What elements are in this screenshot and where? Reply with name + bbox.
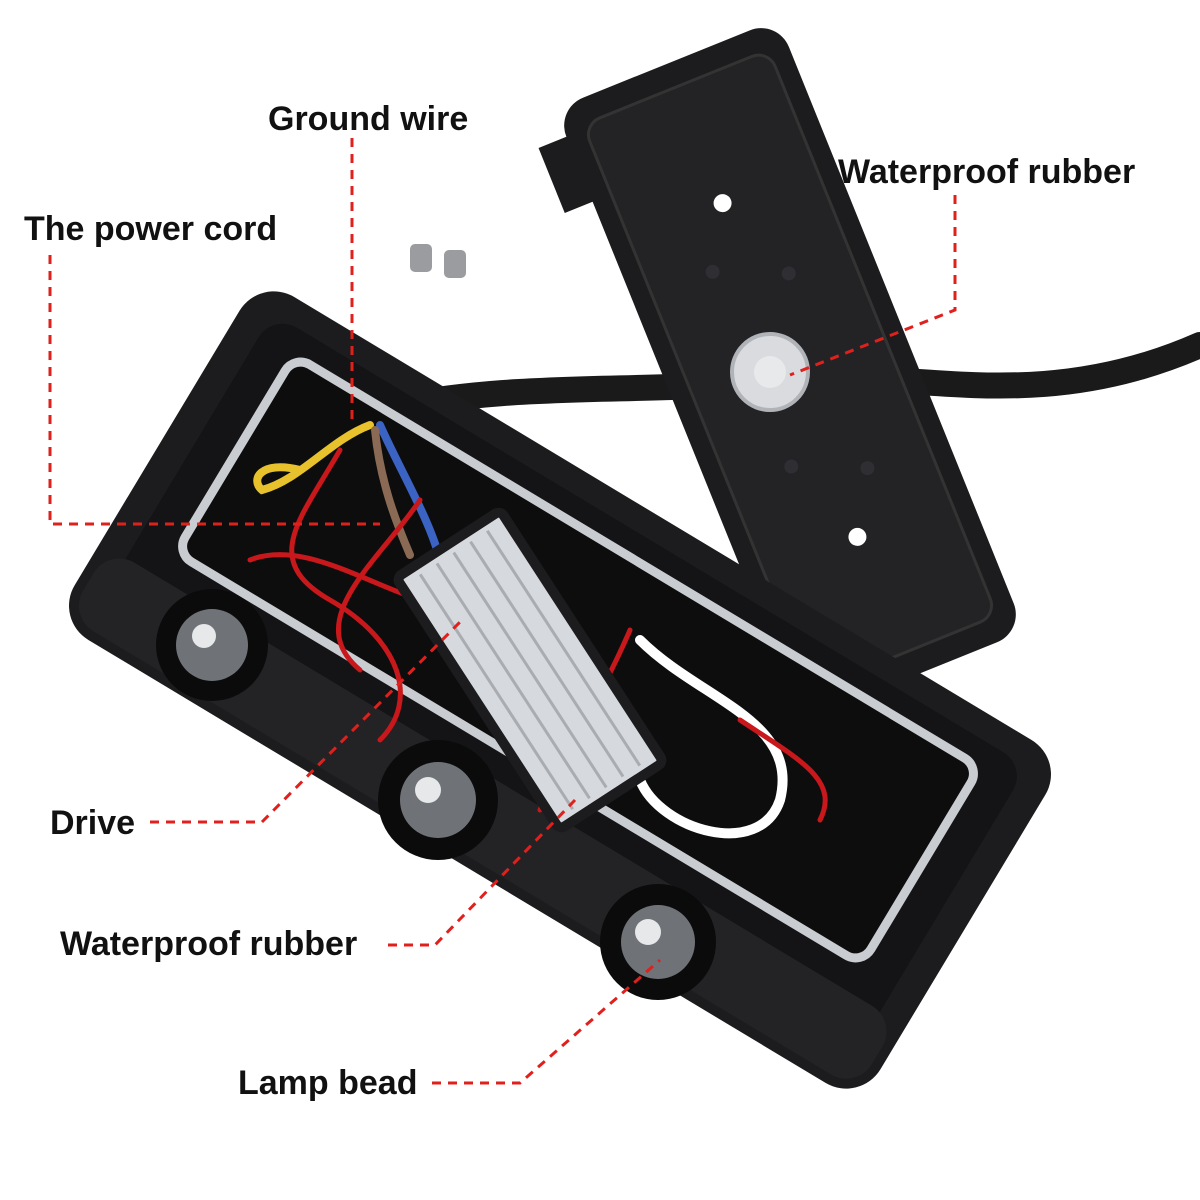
label-lamp-bead: Lamp bead <box>238 1064 418 1102</box>
leader-waterproof-top <box>789 195 957 377</box>
leader-power-cord <box>48 255 380 526</box>
leader-lines <box>48 138 957 1085</box>
label-waterproof-rubber-top: Waterproof rubber <box>838 153 1136 191</box>
screw-icon <box>410 244 466 278</box>
leader-waterproof-bottom <box>388 798 577 947</box>
lamp-bead-right <box>600 884 716 1000</box>
driver-module <box>393 507 667 833</box>
label-power-cord: The power cord <box>24 210 278 248</box>
label-waterproof-rubber-bottom: Waterproof rubber <box>60 925 358 963</box>
lamp-bead-left <box>156 589 268 701</box>
label-ground-wire: Ground wire <box>268 100 469 138</box>
leader-lamp-bead <box>432 958 661 1085</box>
label-drive: Drive <box>50 804 136 842</box>
leader-drive <box>150 618 464 824</box>
lamp-bead-middle <box>378 740 498 860</box>
